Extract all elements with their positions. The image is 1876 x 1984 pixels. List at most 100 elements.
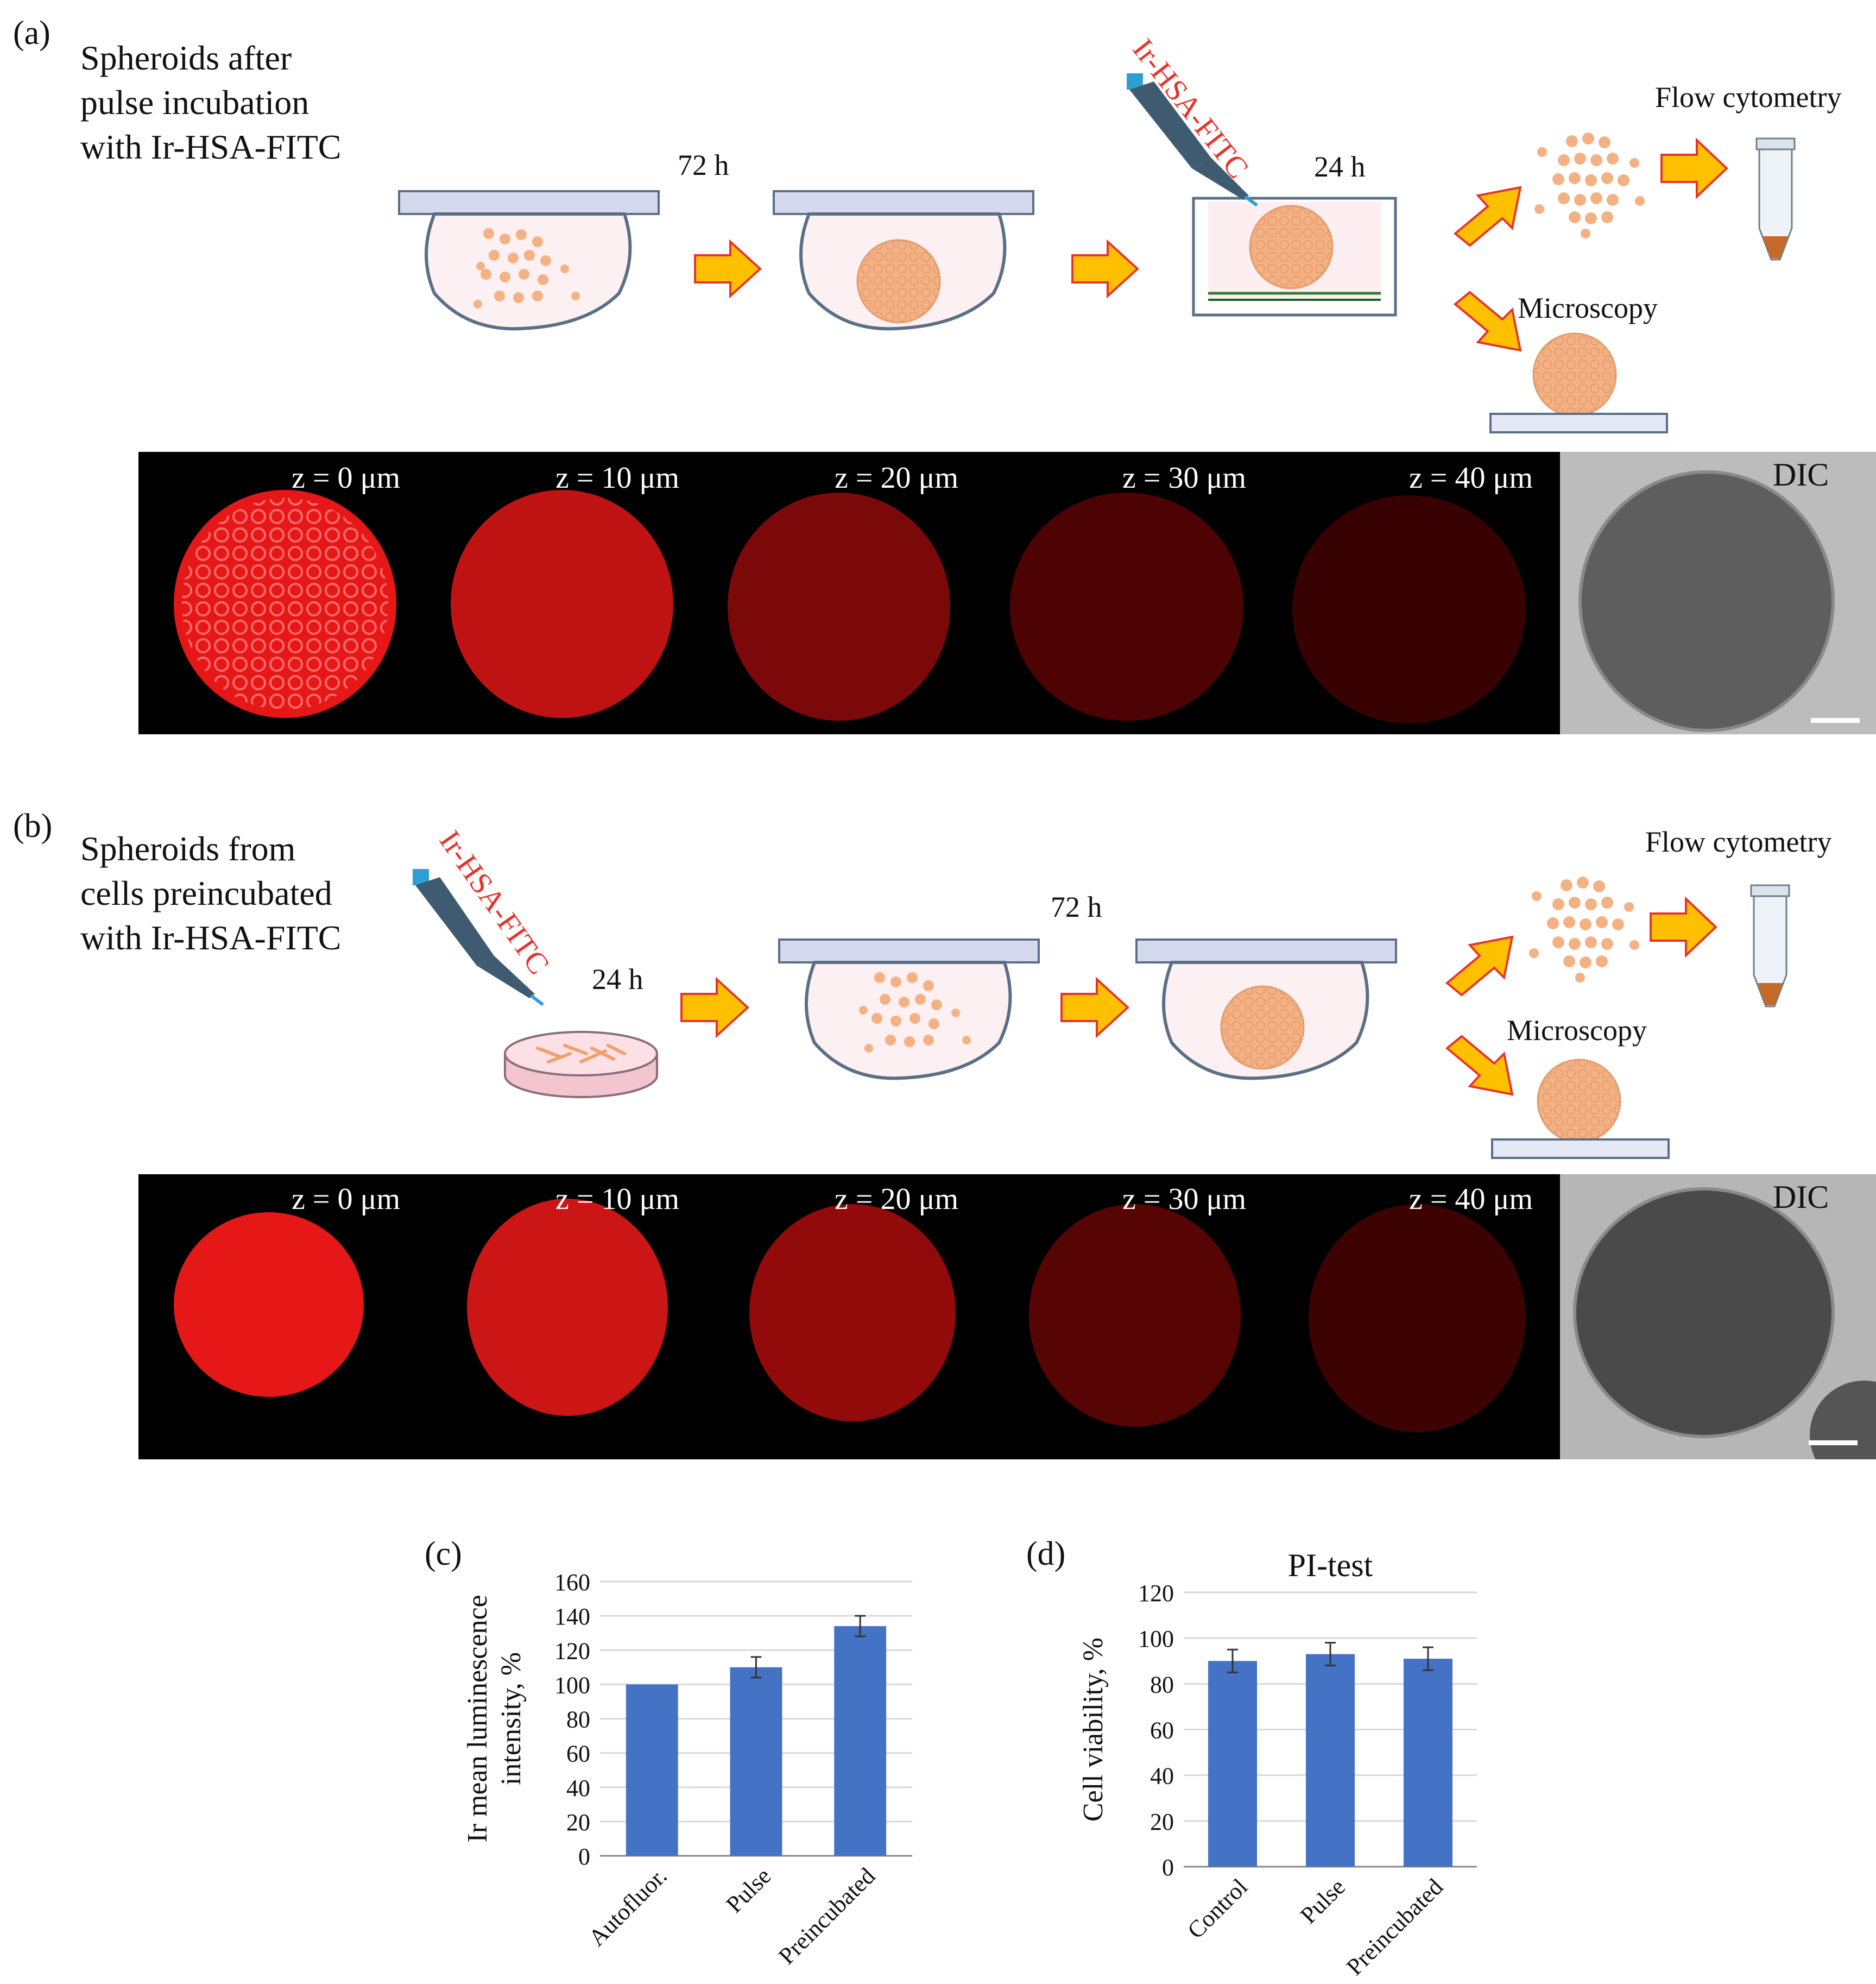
y-tick-label: 20 — [1150, 1809, 1174, 1835]
dispersed-cells — [1529, 877, 1639, 982]
z-slice-image — [1309, 1204, 1526, 1432]
hanging-drop-spheroid — [1135, 939, 1397, 1080]
y-tick-label: 60 — [1150, 1717, 1174, 1744]
dic-image: DIC — [1560, 1174, 1876, 1459]
arrow-icon — [1060, 977, 1129, 1038]
z-label: z = 40 μm — [1409, 461, 1533, 495]
arrow-icon — [680, 977, 749, 1038]
x-tick-label: Control — [1182, 1873, 1253, 1944]
z-label: z = 40 μm — [1409, 1182, 1533, 1216]
y-axis-label: Ir mean luminescenceintensity, % — [462, 1595, 527, 1842]
microscopy-label: Microscopy — [1518, 292, 1658, 324]
y-tick-label: 100 — [554, 1672, 590, 1698]
bar — [626, 1684, 678, 1856]
chart-title: PI-test — [1288, 1547, 1373, 1583]
panel-a-schematic — [398, 73, 1796, 433]
arrow-icon — [1650, 896, 1717, 958]
z-slice-image — [728, 493, 950, 721]
z-slice-image — [1010, 493, 1243, 721]
panel-a-letter: (a) — [13, 15, 50, 52]
dic-label: DIC — [1773, 1179, 1829, 1215]
chart-c: 0 20 40 60 80 100 120 140 160 Ir mean luminescenc… — [462, 1569, 912, 1969]
y-tick-label: 160 — [554, 1569, 590, 1596]
y-tick-label: 120 — [554, 1637, 590, 1664]
slide-spheroid — [1489, 332, 1668, 433]
z-slice-image — [467, 1199, 668, 1416]
y-tick-label: 40 — [566, 1775, 590, 1802]
z-label: z = 20 μm — [835, 461, 959, 495]
z-slice-image — [749, 1204, 956, 1421]
arrow-icon — [1453, 291, 1522, 352]
z-label: z = 0 μm — [292, 1182, 401, 1216]
y-tick-label: 40 — [1150, 1763, 1174, 1790]
bar — [1306, 1654, 1355, 1867]
fluorescence-stack — [174, 490, 1526, 723]
z-label: z = 30 μm — [1122, 461, 1247, 495]
panel-b-schematic — [413, 869, 1790, 1159]
y-tick-label: 20 — [566, 1809, 590, 1836]
step-time-24h: 24 h — [1314, 150, 1366, 183]
hanging-drop-cells — [778, 939, 1040, 1080]
hanging-drop-spheroid — [773, 190, 1034, 331]
y-tick-label: 80 — [566, 1706, 590, 1733]
z-label: z = 10 μm — [555, 461, 680, 495]
step-time-24h: 24 h — [592, 963, 643, 996]
z-label: z = 20 μm — [835, 1182, 959, 1216]
fluorescence-stack — [174, 1199, 1526, 1432]
y-tick-label: 100 — [1138, 1626, 1174, 1652]
z-slice-image — [1292, 495, 1526, 723]
x-tick-label: Pulse — [1295, 1873, 1350, 1929]
panel-d-letter: (d) — [1026, 1535, 1066, 1572]
panel-a-title-line: with Ir-HSA-FITC — [80, 128, 342, 166]
arrow-icon — [1453, 186, 1522, 247]
tube-icon — [1755, 137, 1796, 261]
step-time-72h: 72 h — [1051, 891, 1102, 923]
arrow-icon — [1445, 935, 1514, 997]
y-axis-label-line: Ir mean luminescence — [462, 1595, 493, 1842]
panel-a-image-strip: z = 0 μm z = 10 μm z = 20 μm z = 30 μm z… — [138, 452, 1876, 734]
arrow-icon — [1445, 1035, 1514, 1096]
z-label: z = 10 μm — [555, 1182, 680, 1216]
arrow-icon — [1071, 239, 1139, 299]
dispersed-cells — [1534, 133, 1645, 238]
z-slice-image — [174, 1212, 364, 1397]
panel-c-letter: (c) — [425, 1535, 462, 1572]
bar — [834, 1626, 887, 1856]
y-axis-label: Cell viability, % — [1078, 1637, 1109, 1822]
pipette-icon — [1127, 73, 1258, 207]
x-tick-label: Preincubated — [1341, 1873, 1448, 1977]
z-label: z = 0 μm — [292, 461, 401, 495]
x-tick-label: Autofluor. — [583, 1862, 672, 1951]
z-slice-image — [451, 490, 673, 718]
y-tick-label: 80 — [1150, 1671, 1174, 1698]
bar — [1208, 1661, 1257, 1867]
petri-dish-icon — [504, 1031, 658, 1098]
x-tick-label: Pulse — [721, 1862, 776, 1918]
scale-bar — [1811, 718, 1860, 723]
pipette-icon — [413, 869, 544, 1006]
panel-a-title: Spheroids after pulse incubation with Ir… — [80, 36, 341, 169]
hanging-drop-cells — [398, 190, 660, 331]
panel-b-title: Spheroids from cells preincubated with I… — [80, 827, 341, 960]
scale-bar — [1809, 1440, 1858, 1445]
flow-cytometry-label: Flow cytometry — [1645, 826, 1832, 858]
x-tick-label: Preincubated — [773, 1862, 880, 1969]
dic-label: DIC — [1773, 457, 1829, 493]
panel-b-letter: (b) — [13, 808, 53, 845]
panel-a-title-line: pulse incubation — [80, 83, 309, 122]
y-tick-label: 140 — [554, 1603, 590, 1630]
bar — [730, 1667, 782, 1856]
bar — [1404, 1659, 1452, 1867]
panel-a-title-line: Spheroids after — [80, 39, 292, 77]
z-slice-image — [1029, 1204, 1241, 1427]
arrow-icon — [1660, 137, 1728, 199]
panel-b-title-line: cells preincubated — [80, 874, 332, 912]
y-tick-label: 60 — [566, 1741, 590, 1767]
y-tick-label: 0 — [1162, 1854, 1174, 1881]
y-axis-label-line: intensity, % — [496, 1652, 527, 1785]
microscopy-label: Microscopy — [1507, 1014, 1647, 1047]
y-tick-label: 0 — [578, 1843, 590, 1870]
step-time-72h: 72 h — [678, 149, 729, 181]
panel-b-title-line: Spheroids from — [80, 829, 296, 868]
